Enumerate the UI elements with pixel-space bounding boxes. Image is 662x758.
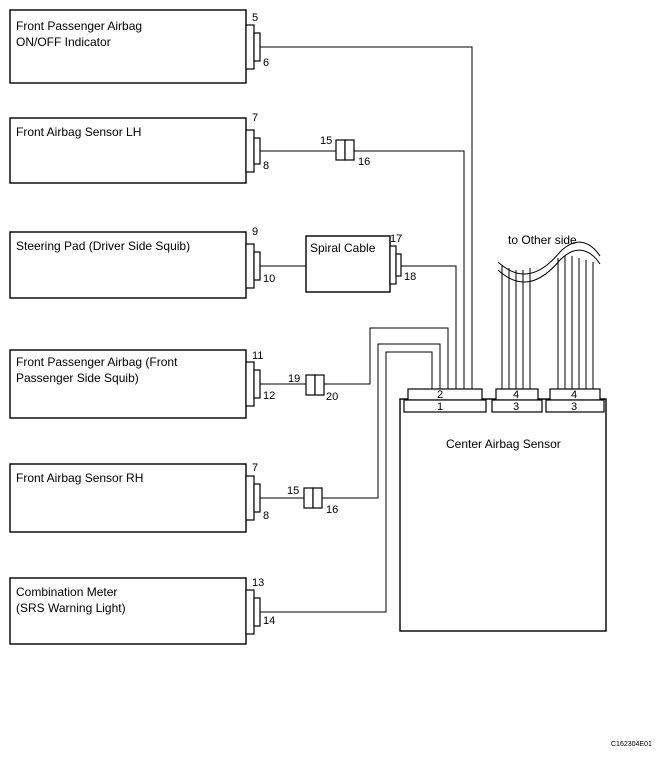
junction-fp: 19 20: [288, 373, 338, 403]
connector-inner: [395, 253, 402, 277]
connector-inner: [253, 137, 261, 165]
connector-pin-bottom-mid: 3: [513, 401, 519, 413]
connector-inner: [253, 483, 261, 513]
connector-inner: [253, 251, 261, 281]
connector-outer: [245, 589, 255, 635]
junction-pin-right: 16: [326, 504, 338, 516]
component-box: [9, 577, 247, 645]
pin-number-top: 7: [252, 462, 258, 474]
center-sensor-box: [399, 398, 607, 632]
component-label-line-2: (SRS Warning Light): [16, 601, 126, 615]
junction-left: [303, 487, 314, 509]
junction-rh: 15 16: [287, 485, 338, 516]
connector-block-bottom-left: [403, 399, 487, 413]
connector-outer: [389, 245, 397, 285]
pin-number-bottom: 8: [263, 160, 269, 172]
figure-code: C162304E01: [611, 741, 652, 748]
connector-pin-bottom-left: 1: [437, 401, 443, 413]
component-steering-pad: Steering Pad (Driver Side Squib) 9 10: [9, 226, 275, 299]
pin-number-top: 13: [252, 577, 264, 589]
connector-pin-top-mid: 4: [513, 389, 519, 401]
component-combination-meter: Combination Meter (SRS Warning Light) 13…: [9, 577, 275, 645]
spiral-cable: Spiral Cable 17 18: [305, 233, 416, 293]
pin-number-bottom: 18: [404, 271, 416, 283]
break-wave-2: [497, 249, 601, 283]
connector-pin-bottom-right: 3: [571, 401, 577, 413]
component-label-line-1: Combination Meter: [16, 585, 117, 599]
connector-inner: [253, 369, 261, 399]
junction-pin-left: 19: [288, 373, 300, 385]
junction-pin-left: 15: [320, 135, 332, 147]
junction-right: [312, 487, 323, 509]
junction-pin-right: 16: [358, 156, 370, 168]
pin-number-top: 7: [252, 112, 258, 124]
connector-inner: [253, 32, 261, 62]
connector-outer: [245, 243, 255, 289]
other-side-label: to Other side: [508, 233, 577, 247]
component-label-line-2: Passenger Side Squib): [16, 371, 139, 385]
wire-steering-b: [401, 265, 457, 389]
pin-number-top: 9: [252, 226, 258, 238]
wires: [260, 46, 601, 613]
component-label-line-1: Front Passenger Airbag: [16, 19, 142, 33]
component-label-line-2: ON/OFF Indicator: [16, 35, 111, 49]
pin-number-bottom: 8: [263, 510, 269, 522]
component-box: [9, 463, 247, 533]
component-box: [9, 117, 247, 184]
junction-right: [344, 139, 355, 161]
component-label-line-1: Steering Pad (Driver Side Squib): [16, 239, 190, 253]
junction-pin-left: 15: [287, 485, 299, 497]
wire-fp-airbag-b: [324, 327, 449, 389]
junction-left: [335, 139, 346, 161]
wire-sensor-rh-b: [322, 343, 441, 499]
break-wave-1: [497, 241, 601, 275]
component-label-line-1: Front Airbag Sensor LH: [16, 125, 141, 139]
wire-sensor-lh-b: [354, 150, 465, 389]
pin-number-bottom: 14: [263, 615, 275, 627]
junction-right: [314, 374, 325, 396]
component-fp-airbag: Front Passenger Airbag (Front Passenger …: [9, 349, 275, 419]
component-sensor-rh: Front Airbag Sensor RH 7 8: [9, 462, 269, 533]
connector-outer: [245, 475, 255, 521]
component-box: [9, 349, 247, 419]
junction-pin-right: 20: [326, 391, 338, 403]
pin-number-bottom: 12: [263, 390, 275, 402]
pin-number-bottom: 6: [263, 57, 269, 69]
connector-block-bottom-right: [545, 399, 605, 413]
pin-number-top: 5: [252, 12, 258, 24]
component-fp-indicator: Front Passenger Airbag ON/OFF Indicator …: [9, 9, 269, 84]
connector-inner: [253, 597, 261, 627]
connector-outer: [245, 24, 255, 70]
pin-number-top: 17: [390, 233, 402, 245]
connector-block-bottom-mid: [491, 399, 543, 413]
pin-number-bottom: 10: [263, 273, 275, 285]
component-label-line-1: Front Passenger Airbag (Front: [16, 355, 178, 369]
connector-outer: [245, 129, 255, 173]
center-airbag-sensor: Center Airbag Sensor 2 1 4 3 4 3: [399, 388, 607, 632]
center-sensor-label: Center Airbag Sensor: [446, 437, 561, 451]
component-sensor-lh: Front Airbag Sensor LH 7 8: [9, 112, 269, 184]
wire-indicator: [260, 46, 473, 389]
connector-pin-top-right: 4: [571, 389, 577, 401]
component-box: [9, 9, 247, 84]
junction-left: [305, 374, 316, 396]
connector-block-top-left: [407, 388, 483, 401]
pin-number-top: 11: [252, 350, 263, 362]
connector-pin-top-left: 2: [437, 389, 443, 401]
junction-lh: 15 16: [320, 135, 370, 168]
component-box: [9, 231, 247, 299]
connector-outer: [245, 361, 255, 407]
wire-combination-meter: [260, 351, 433, 613]
spiral-cable-label: Spiral Cable: [310, 241, 376, 255]
component-label-line-1: Front Airbag Sensor RH: [16, 471, 143, 485]
